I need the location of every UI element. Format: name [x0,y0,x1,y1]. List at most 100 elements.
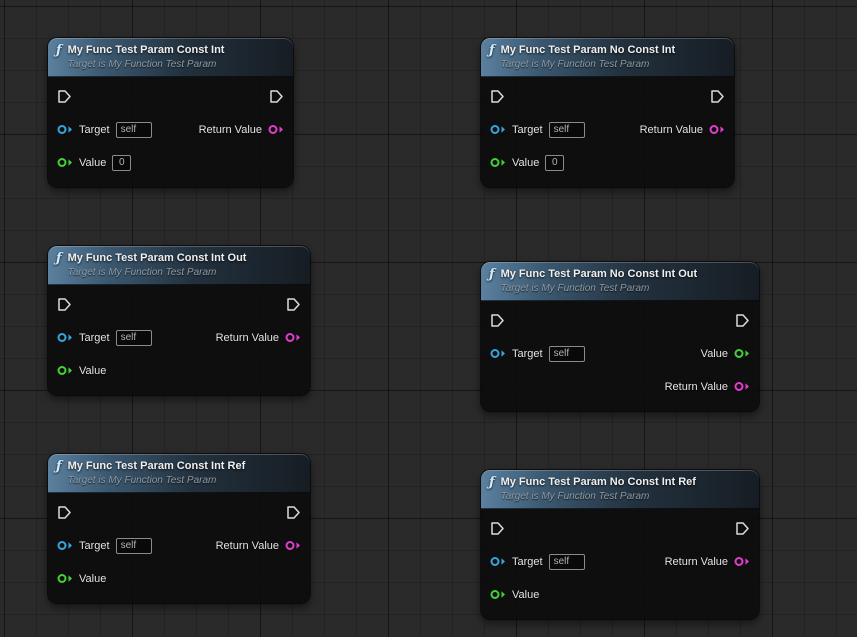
exec-out-pin[interactable] [286,297,301,312]
node-subtitle: Target is My Function Test Param [67,59,217,70]
pin-row: Target Return Value [48,529,310,562]
target-pin[interactable] [57,540,73,551]
node-header[interactable]: ƒ My Func Test Param No Const Int Target… [481,38,734,77]
node-subtitle: Target is My Function Test Param [500,491,650,502]
target-pin[interactable] [490,348,506,359]
target-pin[interactable] [57,332,73,343]
value-pin[interactable] [57,157,73,168]
node-body: Target Return Value Value [48,77,293,187]
pin-row: Target Return Value [48,321,310,354]
target-value-field[interactable] [548,121,585,138]
value-pin-label: Value [512,156,540,169]
exec-in-pin[interactable] [57,297,72,312]
target-pin-label: Target [79,331,110,344]
target-pin[interactable] [57,124,73,135]
pin-row: Target Return Value [481,545,759,578]
pin-row: Value [48,146,293,179]
return-value-pin[interactable] [285,540,301,551]
pin-row: Target Value [481,337,759,370]
return-value-pin-label: Return Value [215,331,279,344]
return-value-pin[interactable] [285,332,301,343]
node-body: Target Return Value Value [48,493,310,603]
exec-in-pin[interactable] [490,89,505,104]
return-value-pin[interactable] [268,124,284,135]
return-value-pin-label: Return Value [198,123,262,136]
node-header[interactable]: ƒ My Func Test Param No Const Int Out Ta… [481,262,759,301]
node-my-func-test-param-const-int[interactable]: ƒ My Func Test Param Const Int Target is… [48,38,293,187]
return-value-pin-label: Return Value [639,123,703,136]
return-value-pin[interactable] [734,556,750,567]
target-pin[interactable] [490,124,506,135]
node-title: My Func Test Param Const Int Out [67,252,247,264]
pin-row: Return Value [481,370,759,403]
value-field[interactable] [545,154,565,171]
pin-row: Value [48,562,310,595]
target-pin-label: Target [512,555,543,568]
function-icon: ƒ [489,475,495,490]
node-title: My Func Test Param Const Int [67,44,225,56]
function-icon: ƒ [56,459,62,474]
pin-row: Target Return Value [481,113,734,146]
value-out-pin-label: Value [700,347,728,360]
target-value-field[interactable] [548,345,585,362]
exec-out-pin[interactable] [710,89,725,104]
node-header[interactable]: ƒ My Func Test Param Const Int Target is… [48,38,293,77]
exec-row [481,80,734,113]
node-my-func-test-param-const-int-out[interactable]: ƒ My Func Test Param Const Int Out Targe… [48,246,310,395]
value-pin-label: Value [79,156,107,169]
target-value-field[interactable] [115,121,152,138]
return-value-pin[interactable] [734,381,750,392]
node-my-func-test-param-const-int-ref[interactable]: ƒ My Func Test Param Const Int Ref Targe… [48,454,310,603]
node-body: Target Value Return Value [481,301,759,411]
target-pin[interactable] [490,556,506,567]
node-header[interactable]: ƒ My Func Test Param Const Int Out Targe… [48,246,310,285]
exec-out-pin[interactable] [735,521,750,536]
value-pin-label: Value [512,588,540,601]
node-title: My Func Test Param No Const Int Ref [500,476,696,488]
node-header[interactable]: ƒ My Func Test Param No Const Int Ref Ta… [481,470,759,509]
exec-in-pin[interactable] [490,521,505,536]
exec-out-pin[interactable] [286,505,301,520]
pin-row: Value [48,354,310,387]
exec-in-pin[interactable] [490,313,505,328]
function-icon: ƒ [489,43,495,58]
value-pin[interactable] [490,157,506,168]
exec-row [48,496,310,529]
exec-row [481,304,759,337]
value-pin-label: Value [79,364,107,377]
node-my-func-test-param-no-const-int-ref[interactable]: ƒ My Func Test Param No Const Int Ref Ta… [481,470,759,619]
target-value-field[interactable] [548,553,585,570]
value-pin[interactable] [490,589,506,600]
target-pin-label: Target [512,347,543,360]
return-value-pin-label: Return Value [664,380,728,393]
node-subtitle: Target is My Function Test Param [67,475,217,486]
exec-row [48,288,310,321]
function-icon: ƒ [489,267,495,282]
exec-row [481,512,759,545]
node-subtitle: Target is My Function Test Param [500,59,650,70]
exec-out-pin[interactable] [735,313,750,328]
exec-in-pin[interactable] [57,89,72,104]
return-value-pin[interactable] [709,124,725,135]
node-header[interactable]: ƒ My Func Test Param Const Int Ref Targe… [48,454,310,493]
node-title: My Func Test Param No Const Int Out [500,268,698,280]
target-value-field[interactable] [115,537,152,554]
exec-out-pin[interactable] [269,89,284,104]
node-subtitle: Target is My Function Test Param [500,283,650,294]
value-pin[interactable] [57,365,73,376]
node-title: My Func Test Param No Const Int [500,44,676,56]
node-body: Target Return Value Value [48,285,310,395]
node-my-func-test-param-no-const-int-out[interactable]: ƒ My Func Test Param No Const Int Out Ta… [481,262,759,411]
return-value-pin-label: Return Value [664,555,728,568]
value-out-pin[interactable] [734,348,750,359]
value-pin[interactable] [57,573,73,584]
node-my-func-test-param-no-const-int[interactable]: ƒ My Func Test Param No Const Int Target… [481,38,734,187]
exec-row [48,80,293,113]
target-value-field[interactable] [115,329,152,346]
exec-in-pin[interactable] [57,505,72,520]
node-body: Target Return Value Value [481,77,734,187]
value-pin-label: Value [79,572,107,585]
pin-row: Value [481,146,734,179]
value-field[interactable] [112,154,132,171]
